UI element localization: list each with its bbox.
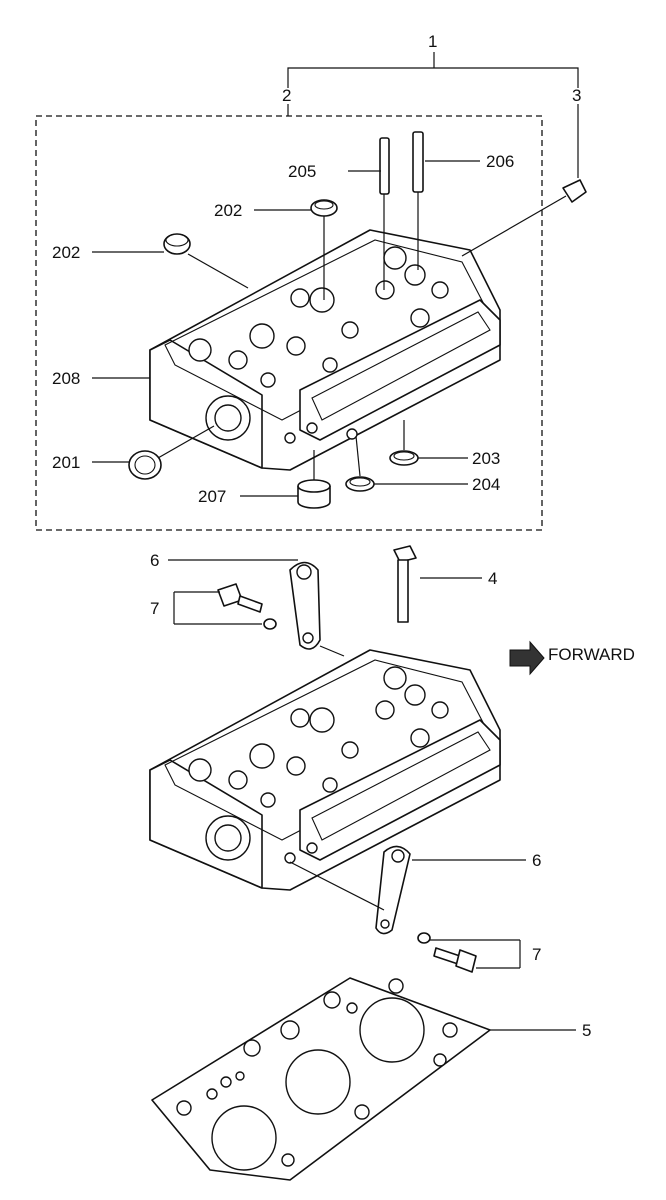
cylinder-head-lower	[149, 649, 501, 891]
ring-204	[345, 476, 375, 492]
forward-arrow-icon	[509, 640, 545, 676]
label-7-bottom: 7	[532, 945, 541, 964]
label-7-top: 7	[150, 599, 159, 618]
ring-203	[389, 450, 419, 466]
part-labels: 1 2 3 205 206 202 202 208 201 207 204 20…	[52, 32, 635, 1040]
bolt-7-bottom	[417, 932, 477, 973]
label-202-top: 202	[214, 201, 242, 220]
head-gasket	[151, 977, 491, 1181]
bolt-7-top	[217, 583, 277, 630]
seal-201	[128, 450, 162, 480]
forward-label: FORWARD	[548, 645, 635, 664]
bracket-6-top	[289, 561, 321, 650]
bracket-6-bottom	[375, 845, 411, 935]
label-204: 204	[472, 475, 500, 494]
pin-205	[379, 137, 390, 195]
label-205: 205	[288, 162, 316, 181]
label-207: 207	[198, 487, 226, 506]
label-1: 1	[428, 32, 437, 51]
label-6-bottom: 6	[532, 851, 541, 870]
label-202-left: 202	[52, 243, 80, 262]
label-6-top: 6	[150, 551, 159, 570]
label-208: 208	[52, 369, 80, 388]
assembly-bracket	[287, 52, 579, 178]
subassembly-box	[35, 115, 543, 531]
label-206: 206	[486, 152, 514, 171]
label-2: 2	[282, 86, 291, 105]
plug-202-left	[163, 233, 191, 255]
bolt-4	[393, 545, 417, 623]
label-4: 4	[488, 569, 497, 588]
cylinder-head-upper	[149, 229, 501, 471]
plug-3	[562, 179, 587, 203]
label-203: 203	[472, 449, 500, 468]
pin-206	[412, 131, 424, 193]
label-201: 201	[52, 453, 80, 472]
ring-202-top	[310, 199, 338, 217]
label-5: 5	[582, 1021, 591, 1040]
leader-lines	[92, 160, 576, 1031]
label-3: 3	[572, 86, 581, 105]
cup-207	[297, 479, 331, 509]
